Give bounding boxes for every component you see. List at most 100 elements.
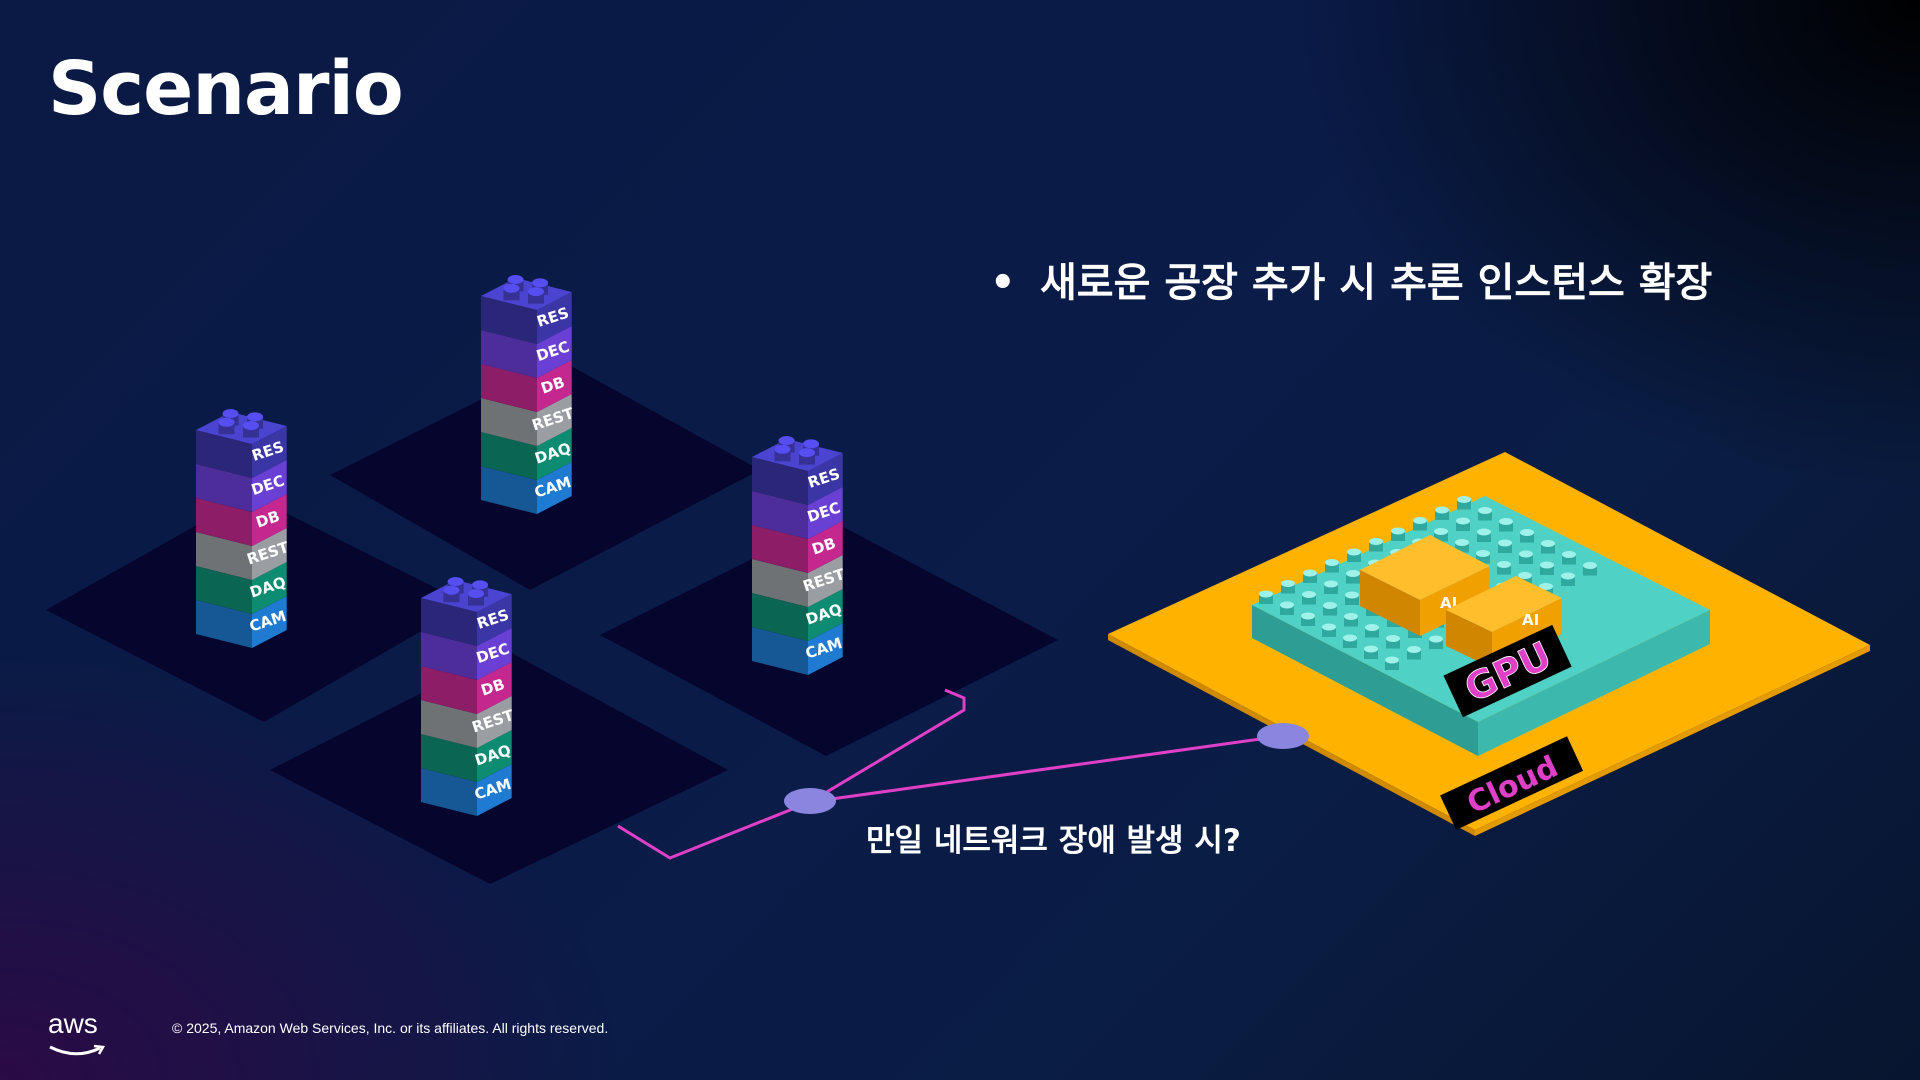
gpu-stud-top (1478, 507, 1492, 514)
gpu-stud-side (1540, 565, 1554, 575)
gpu-stud-side (1456, 521, 1470, 531)
layer-right-face (808, 623, 843, 675)
gpu-stud-side (1259, 594, 1273, 604)
layer-left-face (752, 491, 808, 539)
network-node-right (1257, 723, 1309, 749)
gpu-stud-side (1324, 584, 1338, 594)
gpu-stud-top (1540, 561, 1554, 569)
gpu-stud-side (1413, 520, 1427, 531)
stack-stud-top (803, 439, 820, 449)
layer-right-face (808, 453, 843, 505)
gpu-stud-top (1518, 572, 1532, 579)
layer-right-face (252, 460, 287, 512)
gpu-stud-side (1478, 510, 1492, 521)
layer-left-face (196, 566, 252, 614)
slide-title: Scenario (48, 46, 404, 132)
bullet-point: • 새로운 공장 추가 시 추론 인스턴스 확장 (990, 250, 1712, 308)
gpu-stud-top (1520, 529, 1534, 536)
stack-4-layer-db: DB (752, 521, 843, 573)
gpu-stud-top (1364, 645, 1378, 653)
gpu-stud-side (1281, 583, 1295, 594)
gpu-stud-side (1498, 543, 1512, 553)
stack-4-layer-res: RES (752, 453, 843, 505)
gpu-stud-side (1365, 627, 1379, 638)
gpu-stud-side (1497, 564, 1511, 575)
stack-3-layer-dec: DEC (421, 628, 512, 680)
stack-2-layer-res: RES (481, 292, 572, 344)
gpu-stud-top (1429, 635, 1443, 643)
layer-left-face (196, 498, 252, 546)
gpu-stud-side (1407, 649, 1421, 660)
network-failure-question: 만일 네트워크 장애 발생 시? (866, 823, 1241, 859)
gpu-stud-top (1455, 539, 1469, 546)
gpu-stud-top (1369, 538, 1383, 545)
stack-3-layer-res: RES (421, 594, 512, 646)
gpu-stud-side (1364, 649, 1378, 659)
gpu-stud-side (1325, 562, 1339, 573)
layer-left-face (752, 593, 808, 641)
layer-left-face (196, 600, 252, 648)
gpu-stud-top (1539, 583, 1553, 590)
layer-right-face (808, 487, 843, 539)
copyright-text: © 2025, Amazon Web Services, Inc. or its… (172, 1020, 609, 1036)
stack-stud-top (774, 444, 791, 454)
gpu-stud-side (1583, 565, 1597, 576)
stack-stud-top (798, 448, 815, 458)
gpu-stud-top (1343, 634, 1357, 642)
stack-stud-top (507, 275, 524, 284)
layer-right-face (537, 326, 572, 378)
stack-stud-top (443, 585, 460, 595)
gpu-stud-side (1457, 499, 1471, 510)
gpu-stud-side (1303, 573, 1317, 583)
gpu-stud-side (1322, 627, 1336, 637)
stack-stud-top (527, 287, 544, 297)
gpu-stud-top (1344, 613, 1358, 620)
layer-right-face (477, 594, 512, 646)
gpu-stud-top (1562, 551, 1576, 558)
gpu-stud-top (1391, 527, 1405, 535)
gpu-stud-side (1429, 639, 1443, 649)
layer-right-face (252, 426, 287, 478)
gpu-stud-top (1434, 528, 1448, 535)
bullet-text: 새로운 공장 추가 시 추론 인스턴스 확장 (1040, 260, 1713, 306)
factory-stacks: CAMDAQRESTDBDECRESCAMDAQRESTDBDECRESCAMD… (196, 275, 848, 816)
layer-left-face (421, 768, 477, 816)
gpu-stud-top (1561, 572, 1575, 580)
stack-stud-top (222, 409, 239, 418)
bullet-dot: • (990, 260, 1016, 306)
stack-stud-top (532, 278, 549, 288)
gpu-stud-top (1583, 562, 1597, 569)
stack-stud-top (472, 580, 489, 590)
network-lines (617, 688, 1283, 860)
layer-right-face (477, 628, 512, 680)
gpu-stud-top (1477, 528, 1491, 536)
gpu-stud-side (1280, 605, 1294, 615)
gpu-stud-top (1280, 601, 1294, 609)
stack-stud-top (218, 417, 235, 427)
layer-right-face (252, 494, 287, 546)
layer-left-face (421, 632, 477, 680)
gpu-stud-top (1281, 580, 1295, 587)
gpu-stud-side (1323, 605, 1337, 616)
layer-left-face (421, 598, 477, 646)
layer-right-face (252, 596, 287, 648)
layer-right-face (477, 730, 512, 782)
gpu-stud-top (1345, 591, 1359, 599)
gpu-stud-top (1456, 517, 1470, 525)
layer-right-face (477, 696, 512, 748)
layer-left-face (481, 466, 537, 514)
stack-stud-top (503, 283, 520, 293)
layer-left-face (196, 430, 252, 478)
gpu-stud-side (1434, 531, 1448, 542)
gpu-stud-top (1301, 612, 1315, 620)
stack-3-layer-db: DB (421, 662, 512, 714)
stack-stud-top (467, 589, 484, 599)
gpu-stud-top (1386, 635, 1400, 642)
layer-left-face (481, 330, 537, 378)
aws-smile-icon (49, 1044, 106, 1056)
gpu-stud-top (1322, 623, 1336, 631)
gpu-stud-side (1562, 554, 1576, 565)
